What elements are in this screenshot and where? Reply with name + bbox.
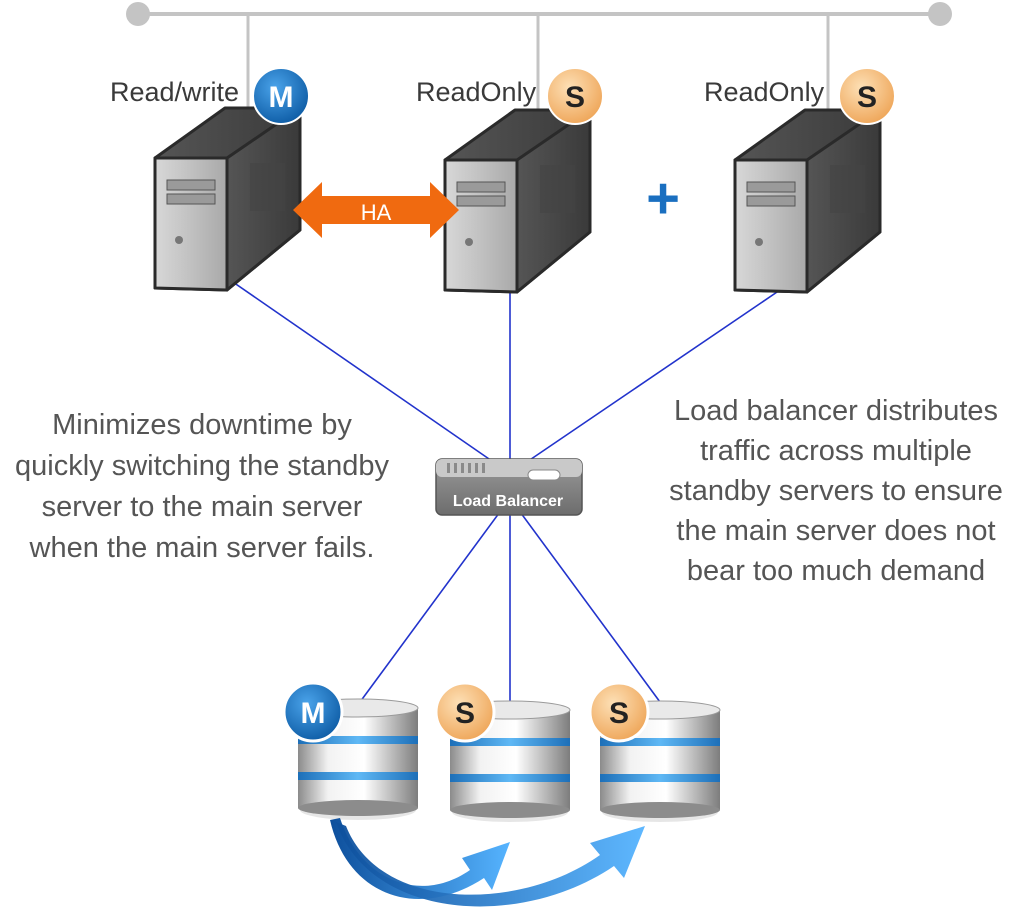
server-group <box>153 106 882 294</box>
left-caption: Minimizes downtime by quickly switching … <box>15 409 389 564</box>
svg-text:S: S <box>857 81 877 114</box>
left-caption-line: quickly switching the standby <box>15 450 389 482</box>
network-links <box>229 279 781 704</box>
right-caption-line: traffic across multiple <box>700 435 972 467</box>
replication-arrows-icon <box>330 818 645 907</box>
server-label-standby-2: ReadOnly <box>704 77 825 107</box>
left-caption-line: when the main server fails. <box>29 532 375 564</box>
server-label-standby-1: ReadOnly <box>416 77 537 107</box>
svg-text:S: S <box>455 697 475 730</box>
standby-badge-icon: S <box>838 67 896 125</box>
standby-badge-icon: S <box>434 681 496 743</box>
left-caption-line: server to the main server <box>42 491 363 523</box>
standby-badge-icon: S <box>546 67 604 125</box>
svg-text:S: S <box>565 81 585 114</box>
standby-badge-icon: S <box>588 681 650 743</box>
ha-arrow-icon: HA <box>293 182 459 238</box>
server-standby-1 <box>443 108 592 294</box>
main-badge-icon: M <box>282 681 344 743</box>
right-caption-line: standby servers to ensure <box>669 475 1003 507</box>
load-balancer-label: Load Balancer <box>453 493 563 510</box>
left-caption-line: Minimizes downtime by <box>52 409 352 441</box>
server-label-main: Read/write <box>110 77 239 107</box>
plus-icon: + <box>646 166 680 231</box>
load-balancer: Load Balancer <box>435 458 583 516</box>
svg-text:M: M <box>269 81 294 114</box>
ha-label: HA <box>361 200 392 225</box>
right-caption: Load balancer distributes traffic across… <box>669 395 1003 587</box>
right-caption-line: bear too much demand <box>687 555 985 587</box>
server-main <box>153 106 302 292</box>
svg-text:S: S <box>609 697 629 730</box>
right-caption-line: the main server does not <box>676 515 995 547</box>
svg-text:M: M <box>301 697 326 730</box>
server-standby-2 <box>733 108 882 294</box>
top-network-bus <box>126 2 952 110</box>
right-caption-line: Load balancer distributes <box>674 395 998 427</box>
main-badge-icon: M <box>252 67 310 125</box>
